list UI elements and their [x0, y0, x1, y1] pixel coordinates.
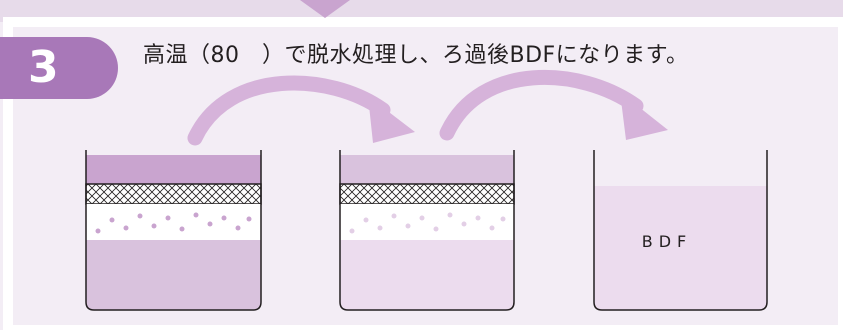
tank-2-bottom-layer [340, 240, 514, 310]
tank-3 [593, 150, 768, 311]
tank-1-oil-top [86, 155, 261, 184]
bdf-label: BDF [641, 232, 693, 251]
tank-1-bottom-layer [86, 240, 261, 310]
arrow-head-1-icon [368, 96, 415, 143]
step-badge: 3 [0, 37, 118, 99]
caption-text: 高温（80 ）で脱水処理し、ろ過後BDFになります。 [143, 43, 689, 68]
tank-1 [85, 150, 262, 311]
panel-border [3, 17, 843, 330]
top-band [0, 0, 843, 22]
curved-arrow-2 [439, 69, 644, 141]
tank-2-droplets [349, 212, 506, 234]
tank-1-water-zone [86, 204, 261, 240]
tank-2 [339, 150, 515, 311]
tank-2-oil-top [340, 155, 514, 184]
tank-2-water-zone [340, 204, 514, 240]
arrow-head-2-icon [620, 92, 668, 140]
down-arrow-icon [300, 0, 350, 18]
tank-2-outline [339, 150, 515, 311]
tank-1-droplets [95, 212, 252, 234]
tank-3-bdf-layer [594, 186, 767, 310]
curved-arrow-1 [187, 75, 391, 146]
step-number: 3 [28, 42, 59, 93]
tank-1-outline [85, 150, 262, 311]
tank-3-outline [593, 150, 768, 311]
